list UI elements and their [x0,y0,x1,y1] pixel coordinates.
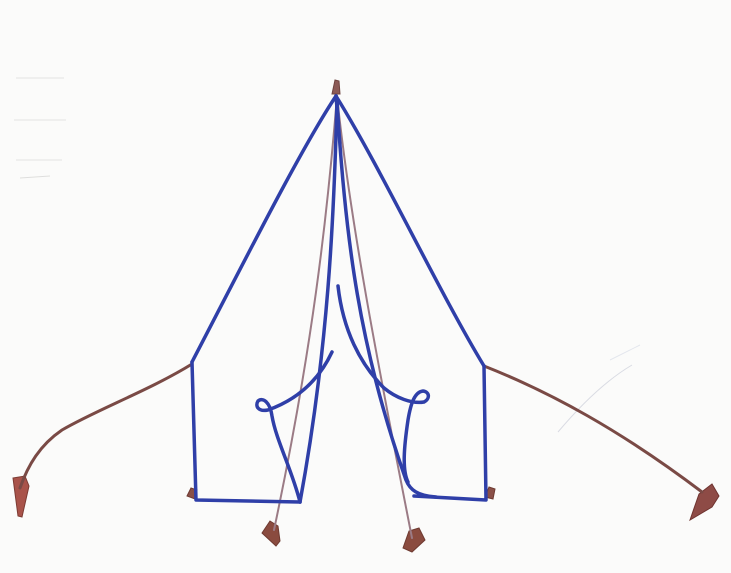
right-door-flap [336,284,431,484]
paper-marks [14,77,641,433]
right-pole [336,95,413,539]
left-pole-stake [261,520,281,547]
left-door-flap [255,350,334,504]
guy-ropes [18,362,704,494]
tent-poles [273,95,413,539]
right-corner-stake [689,483,720,522]
tent-left-door-edge [298,98,339,504]
right-guy-rope [482,364,704,494]
left-pole [273,95,338,531]
tent-right-wall [412,364,488,502]
tent-left-wall [190,360,302,504]
tent-right-door-edge [335,98,438,499]
left-guy-rope [18,362,194,490]
tent-left-roof [190,94,338,364]
tent-right-roof [334,94,486,368]
tent-outline [190,94,488,504]
top-stake [331,79,341,95]
tent-peak-center [334,94,339,110]
right-pole-stake [402,527,426,553]
